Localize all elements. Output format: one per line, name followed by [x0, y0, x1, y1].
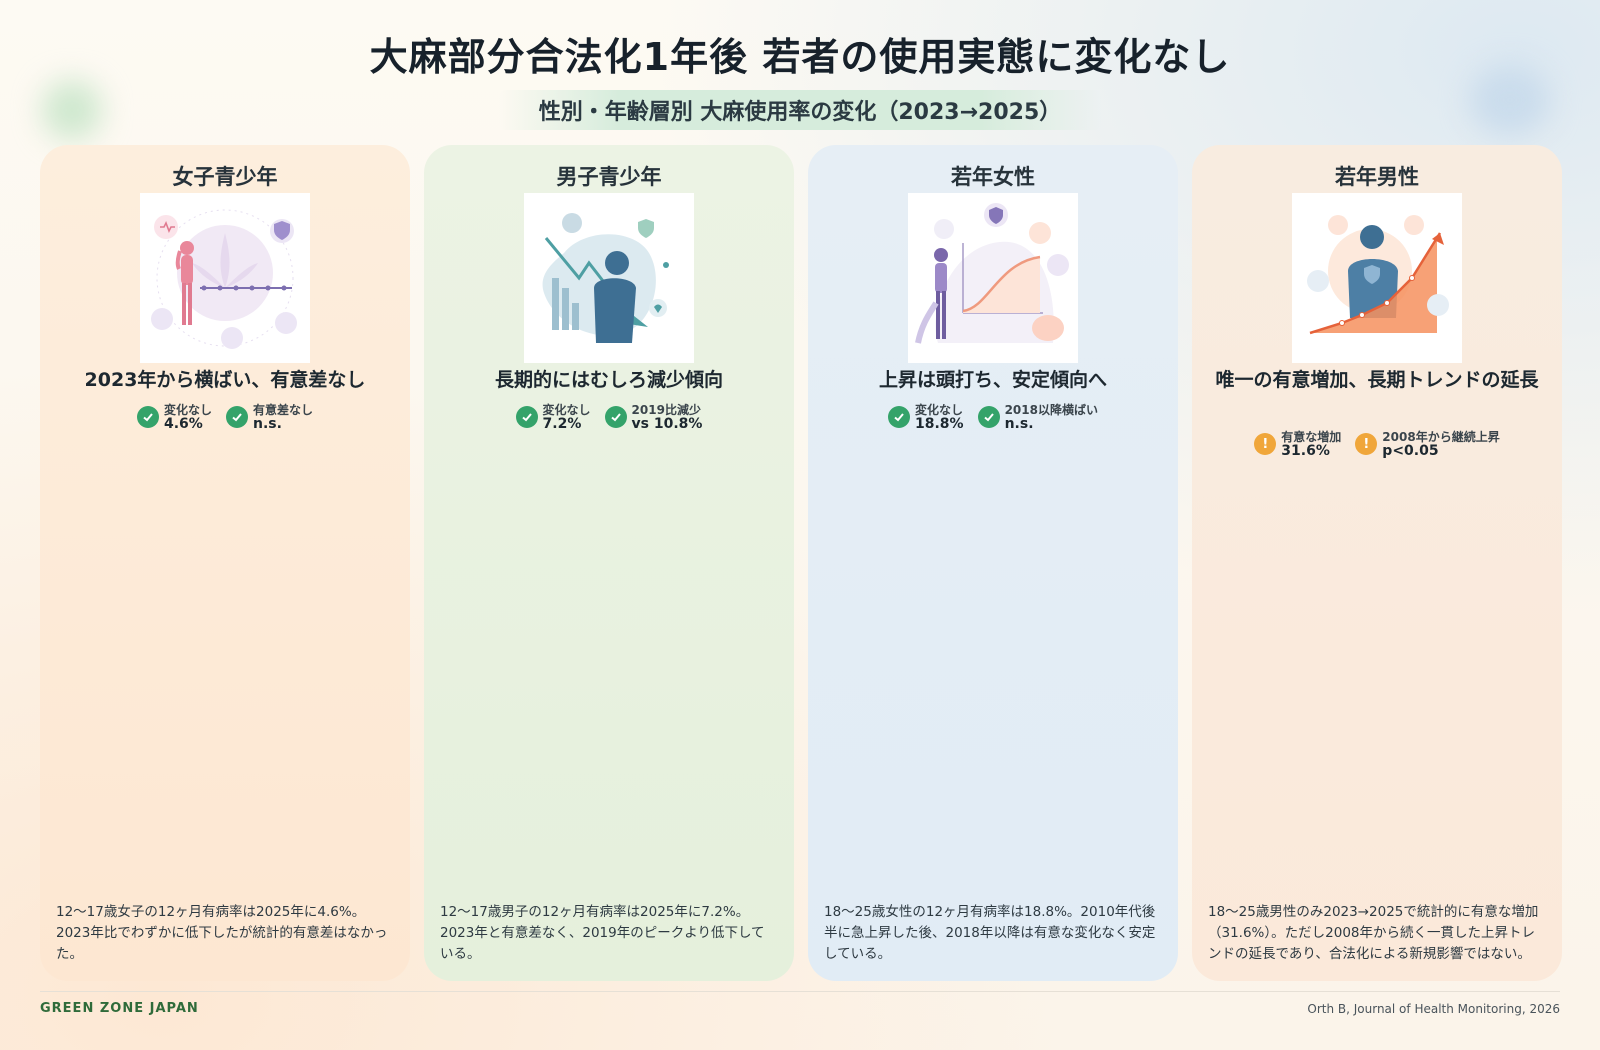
stat-item: 変化なし 7.2% — [515, 403, 591, 432]
stat-value: 18.8% — [915, 416, 964, 432]
card-young-men: 若年男性 唯一の有意増加、長期トレンドの延長 ! — [1192, 145, 1562, 981]
stat-label: 有意差なし — [253, 403, 314, 417]
stat-item: 有意差なし n.s. — [226, 403, 313, 431]
stat-value: 7.2% — [542, 416, 582, 432]
card-headline: 上昇は頭打ち、安定傾向へ — [878, 369, 1107, 391]
stat-row: ! 有意な増加 31.6% ! 2008年から継続上昇 p<0.05 — [1192, 430, 1562, 458]
check-icon — [136, 406, 159, 428]
stat-value: vs 10.8% — [631, 416, 703, 432]
card-headline: 2023年から横ばい、有意差なし — [84, 369, 366, 391]
card-description: 12〜17歳女子の12ヶ月有病率は2025年に4.6%。2023年比でわずかに低… — [56, 904, 388, 962]
card-headline: 唯一の有意増加、長期トレンドの延長 — [1215, 369, 1539, 391]
decorative-blob — [42, 80, 102, 140]
card-description: 18〜25歳男性のみ2023→2025で統計的に有意な増加（31.6%）。ただし… — [1208, 904, 1539, 962]
page-title: 大麻部分合法化1年後 若者の使用実態に変化なし — [369, 35, 1231, 79]
stat-label: 2018以降横ばい — [1004, 403, 1098, 417]
stat-item: ! 有意な増加 31.6% — [1254, 430, 1341, 458]
decorative-blob — [1470, 65, 1550, 135]
footer-divider — [40, 991, 1560, 992]
stat-item: ! 2008年から継続上昇 p<0.05 — [1355, 430, 1500, 459]
stat-item: 変化なし 18.8% — [888, 403, 964, 431]
warning-icon: ! — [1254, 433, 1277, 455]
warning-icon: ! — [1355, 433, 1378, 455]
card-male-adolescents: 男子青少年 長期的にはむしろ減少傾向 — [424, 145, 794, 981]
card-title: 女子青少年 — [172, 165, 278, 189]
card-headline: 長期的にはむしろ減少傾向 — [494, 369, 723, 391]
stat-row: 変化なし 4.6% 有意差なし n.s. — [40, 403, 410, 431]
subtitle-banner: 性別・年齢層別 大麻使用率の変化（2023→2025） — [0, 90, 1600, 130]
check-icon — [977, 406, 1000, 428]
page-subtitle: 性別・年齢層別 大麻使用率の変化（2023→2025） — [498, 90, 1102, 130]
card-grid: 女子青少年 — [40, 145, 1562, 981]
stat-item: 2018以降横ばい n.s. — [977, 403, 1098, 432]
brand-name: GREEN ZONE JAPAN — [40, 1001, 199, 1016]
card-title: 若年女性 — [951, 165, 1035, 189]
stat-row: 変化なし 18.8% 2018以降横ばい n.s. — [808, 403, 1178, 431]
card-description: 18〜25歳女性の12ヶ月有病率は18.8%。2010年代後半に急上昇した後、2… — [824, 904, 1156, 962]
stat-value: n.s. — [253, 416, 282, 432]
stat-label: 有意な増加 — [1281, 430, 1342, 444]
boy-declining-trend-illustration — [524, 193, 694, 363]
card-female-adolescents: 女子青少年 — [40, 145, 410, 981]
check-icon — [226, 406, 248, 428]
card-title: 若年男性 — [1335, 165, 1419, 189]
stat-label: 変化なし — [915, 403, 964, 417]
girl-flat-trend-illustration — [140, 193, 310, 363]
woman-plateau-curve-illustration — [908, 193, 1078, 363]
stat-value: 31.6% — [1281, 443, 1330, 459]
stat-label: 変化なし — [163, 403, 212, 417]
stat-label: 2019比減少 — [631, 403, 701, 417]
card-description: 12〜17歳男子の12ヶ月有病率は2025年に7.2%。2023年と有意差なく、… — [440, 904, 765, 962]
stat-item: 2019比減少 vs 10.8% — [604, 403, 703, 432]
man-rising-trend-illustration — [1292, 193, 1462, 363]
stat-value: p<0.05 — [1382, 443, 1439, 459]
card-title: 男子青少年 — [556, 165, 662, 189]
check-icon — [604, 406, 627, 428]
stat-item: 変化なし 4.6% — [136, 403, 212, 432]
check-icon — [515, 406, 538, 428]
stat-value: n.s. — [1004, 416, 1034, 432]
stat-row: 変化なし 7.2% 2019比減少 vs 10.8% — [424, 403, 794, 431]
stat-label: 2008年から継続上昇 — [1382, 430, 1500, 444]
source-citation: Orth B, Journal of Health Monitoring, 20… — [1307, 1002, 1560, 1016]
stat-value: 4.6% — [163, 416, 203, 432]
check-icon — [888, 406, 910, 428]
stat-label: 変化なし — [542, 403, 591, 417]
card-young-women: 若年女性 上昇は頭打ち、安定傾向へ — [808, 145, 1178, 981]
